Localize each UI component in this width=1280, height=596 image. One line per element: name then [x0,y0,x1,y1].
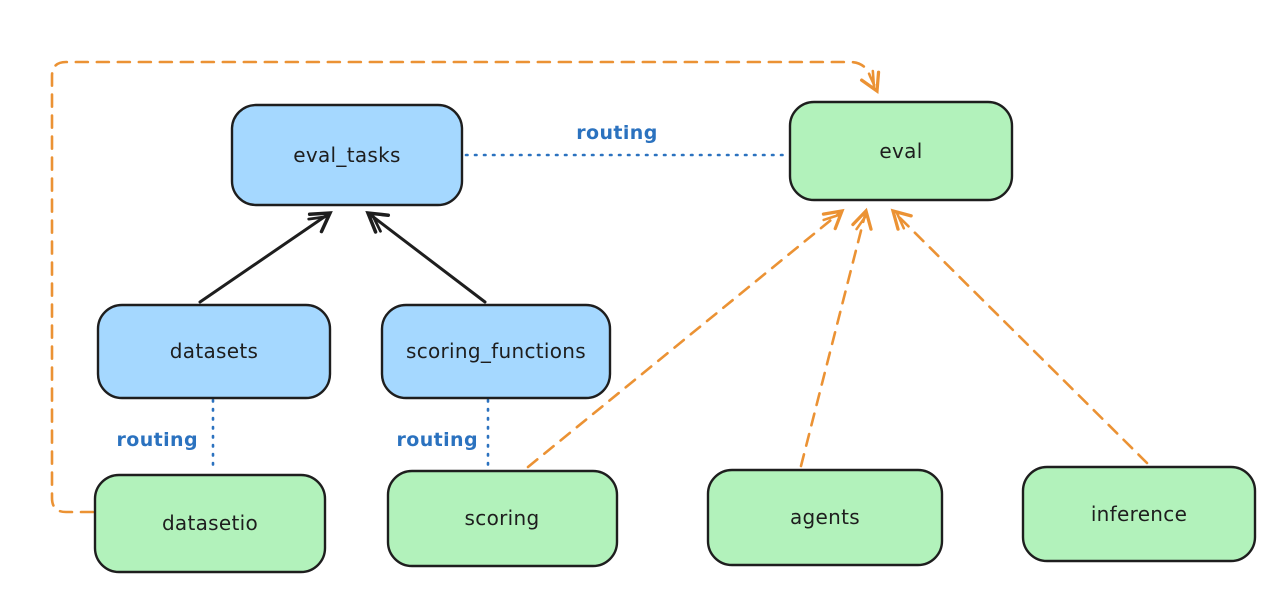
node-agents-label: agents [790,505,860,529]
edge-datasets-to-evaltasks [198,211,333,304]
edge-scoring-to-eval [526,208,845,469]
node-scoring-box [386,469,619,568]
node-datasetio-box [93,473,327,574]
node-eval-tasks: eval_tasks [230,103,464,207]
node-datasets: datasets [96,303,332,400]
node-datasets-label: datasets [170,339,258,363]
node-inference: inference [1021,465,1257,563]
edge-label-routing-datasets: routing [117,429,198,451]
node-agents: agents [706,468,944,567]
node-datasetio-label: datasetio [162,511,258,535]
node-eval-label: eval [879,139,922,163]
edge-label-routing-scoring: routing [397,429,478,451]
node-eval-tasks-label: eval_tasks [293,143,400,167]
node-eval-box [788,100,1014,202]
node-eval: eval [788,100,1014,202]
edge-label-routing-top: routing [576,122,657,144]
node-inference-box [1021,465,1257,563]
node-scoring-functions: scoring_functions [380,303,612,400]
node-agents-box [706,468,944,567]
node-scoring-functions-box [380,303,612,400]
node-eval-tasks-box [230,103,464,207]
node-datasetio: datasetio [93,473,327,574]
node-scoring-label: scoring [465,506,540,530]
node-scoring-functions-label: scoring_functions [406,339,586,363]
edge-inference-to-eval [890,208,1149,465]
node-datasets-box [96,303,332,400]
node-inference-label: inference [1091,502,1187,526]
edge-agents-to-eval [799,207,873,468]
edge-scoringfunctions-to-evaltasks [365,210,487,304]
edge-datasetio-to-eval [50,60,881,514]
node-scoring: scoring [386,469,619,568]
